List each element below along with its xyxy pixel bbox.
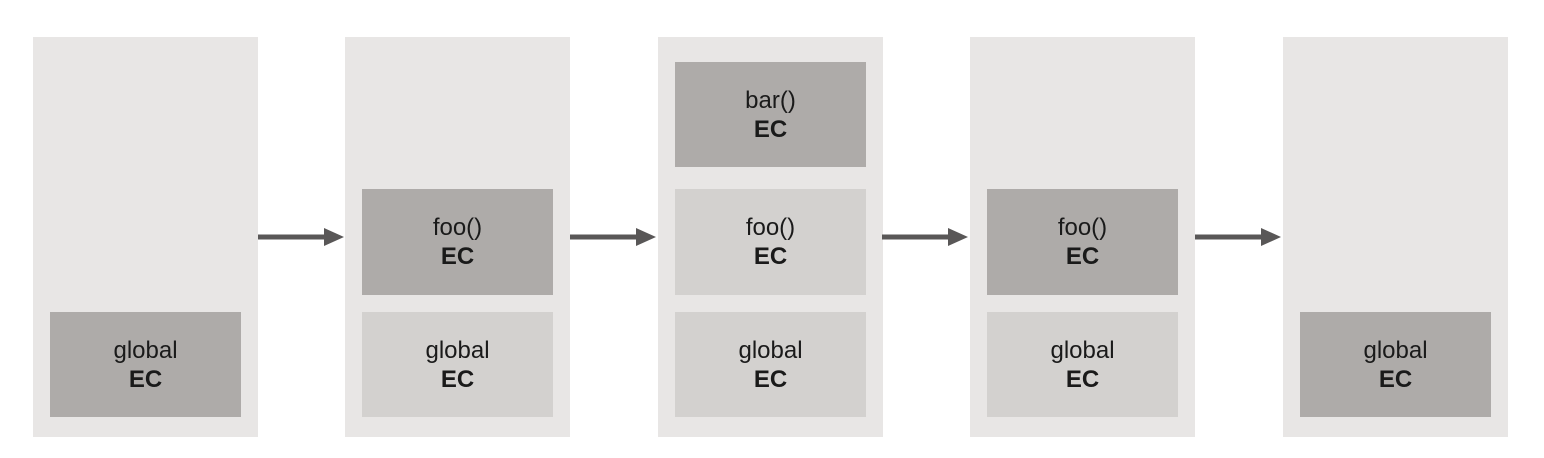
ec-box-label: EC bbox=[128, 365, 163, 393]
ec-box-name: global bbox=[1050, 336, 1115, 364]
stack-panel-2: foo() EC global EC bbox=[345, 37, 570, 437]
ec-box-name: foo() bbox=[1057, 214, 1108, 241]
right-arrow-icon bbox=[882, 228, 968, 246]
right-arrow-icon bbox=[258, 228, 344, 246]
ec-box-label: EC bbox=[440, 243, 475, 270]
ec-box-name: global bbox=[1363, 336, 1428, 364]
ec-box-label: EC bbox=[1065, 243, 1100, 270]
ec-box-global: global EC bbox=[987, 312, 1178, 417]
ec-box-label: EC bbox=[1378, 365, 1413, 393]
right-arrow-icon bbox=[570, 228, 656, 246]
ec-box-global: global EC bbox=[675, 312, 866, 417]
ec-box-global: global EC bbox=[362, 312, 553, 417]
ec-box-foo: foo() EC bbox=[675, 189, 866, 295]
ec-box-label: EC bbox=[753, 365, 788, 393]
stack-panel-5: global EC bbox=[1283, 37, 1508, 437]
ec-box-foo: foo() EC bbox=[987, 189, 1178, 295]
right-arrow-icon bbox=[1195, 228, 1281, 246]
ec-box-global: global EC bbox=[1300, 312, 1491, 417]
ec-box-label: EC bbox=[440, 365, 475, 393]
ec-box-bar: bar() EC bbox=[675, 62, 866, 167]
ec-box-label: EC bbox=[753, 115, 788, 143]
ec-box-foo: foo() EC bbox=[362, 189, 553, 295]
ec-box-label: EC bbox=[753, 243, 788, 270]
ec-box-name: global bbox=[113, 336, 178, 364]
ec-box-label: EC bbox=[1065, 365, 1100, 393]
stack-panel-3: bar() EC foo() EC global EC bbox=[658, 37, 883, 437]
ec-box-name: bar() bbox=[745, 86, 796, 114]
stack-panel-4: foo() EC global EC bbox=[970, 37, 1195, 437]
ec-box-name: global bbox=[425, 336, 490, 364]
ec-box-name: foo() bbox=[432, 214, 483, 241]
stack-panel-1: global EC bbox=[33, 37, 258, 437]
ec-box-global: global EC bbox=[50, 312, 241, 417]
ec-box-name: global bbox=[738, 336, 803, 364]
ec-box-name: foo() bbox=[745, 214, 796, 241]
